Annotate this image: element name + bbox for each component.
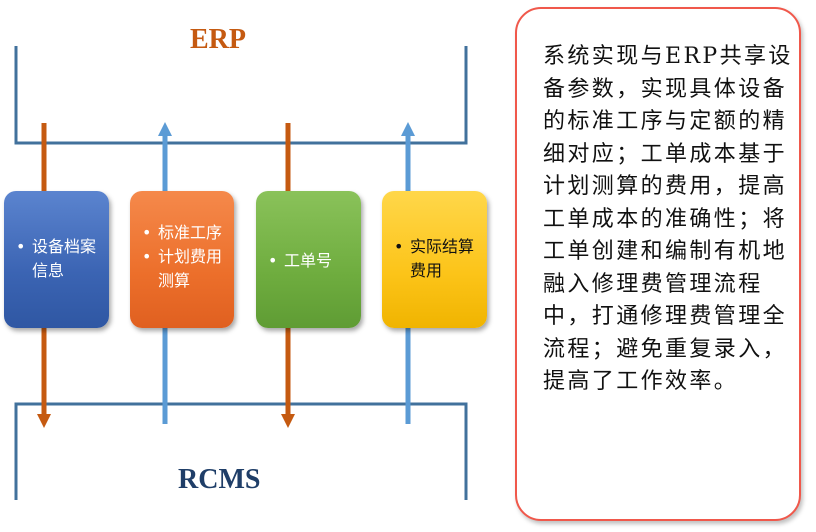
- actual-settlement-label: 实际结算费用: [394, 235, 477, 283]
- equipment-record-box: 设备档案信息: [4, 191, 109, 328]
- rcms-frame: [14, 402, 468, 500]
- description-text: 系统实现与ERP共享设备参数，实现具体设备的标准工序与定额的精细对应；工单成本基…: [543, 44, 793, 394]
- work-order-label: 工单号: [268, 249, 351, 273]
- standard-process-box: 标准工序 计划费用测算: [130, 191, 234, 328]
- erp-frame: [14, 46, 468, 145]
- standard-process-label: 标准工序: [142, 221, 224, 245]
- work-order-box: 工单号: [256, 191, 361, 328]
- description-panel: 系统实现与ERP共享设备参数，实现具体设备的标准工序与定额的精细对应；工单成本基…: [515, 7, 801, 521]
- erp-label: ERP: [190, 24, 246, 55]
- rcms-label: RCMS: [178, 464, 261, 495]
- planned-cost-label: 计划费用测算: [142, 245, 224, 293]
- equipment-record-label: 设备档案信息: [16, 235, 99, 283]
- actual-settlement-box: 实际结算费用: [382, 191, 487, 328]
